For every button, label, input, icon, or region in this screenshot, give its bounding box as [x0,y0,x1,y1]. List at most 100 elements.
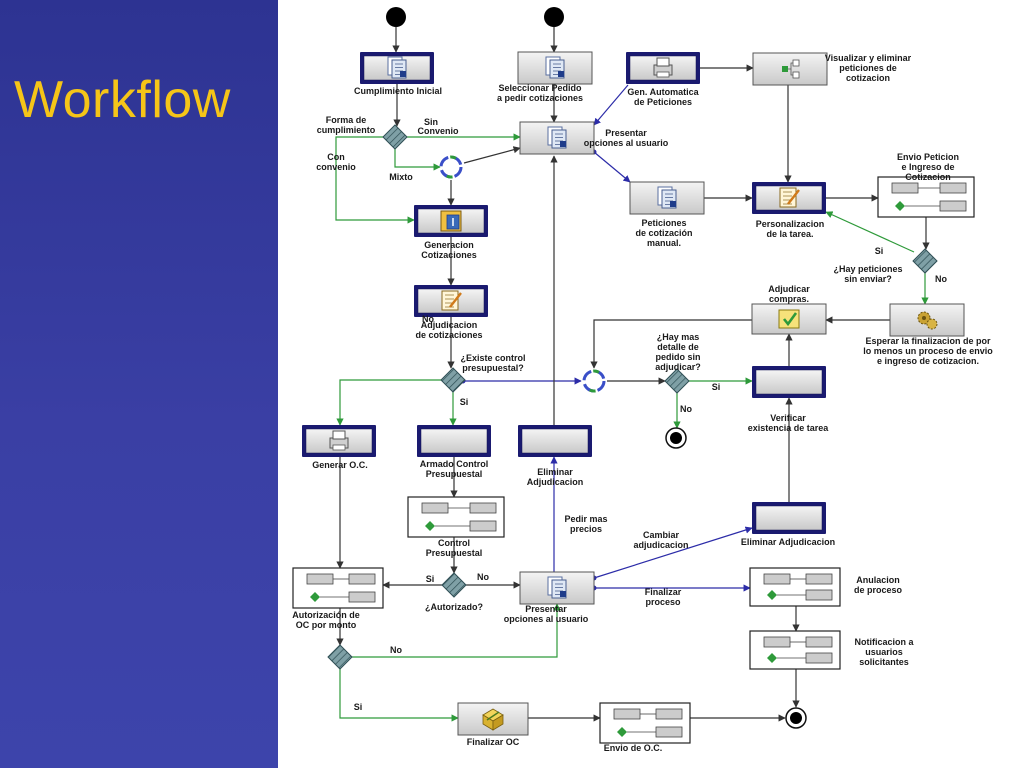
diagram-label: Cambiar [643,530,680,540]
diagram-label: e Ingreso de [901,162,954,172]
flow-arrow [593,151,631,183]
existe-control-gateway [440,367,466,393]
envio-oc-subprocess [599,702,691,744]
diagram-label: opciones al usuario [584,138,669,148]
flow-arrow [339,669,459,722]
envio-peticion-subprocess [877,176,975,218]
start-node [386,7,406,27]
diagram-label: e ingreso de cotizacion. [877,356,979,366]
gen-automatica-task [626,52,700,84]
diagram-label: Seleccionar Pedido [498,83,582,93]
cumplimiento-inicial-task [360,52,434,84]
doc-icon [547,576,567,599]
check-icon [778,309,800,329]
diagram-label: No [390,645,402,655]
diagram-label: precios [570,524,602,534]
verificar-task [752,366,826,398]
diagram-label: manual. [647,238,681,248]
hay-mas-detalle-gateway [664,368,690,394]
diagram-label: solicitantes [859,657,909,667]
diagram-label: adjudicar? [655,362,701,372]
flow-arrow [593,526,753,579]
box-icon [482,708,504,731]
diagram-label: Visualizar y eliminar [825,53,912,63]
flow-arrow [593,84,629,126]
diagram-label: Finalizar OC [467,737,520,747]
diagram-label: Envio de O.C. [604,743,663,753]
diagram-label: Cumplimiento Inicial [354,86,442,96]
diagram-label: de Peticiones [634,97,692,107]
diagram-label: Eliminar Adjudicacion [741,537,835,547]
flow-arrow [825,211,915,253]
diagram-label: opciones al usuario [504,614,589,624]
gears-icon [917,311,938,330]
adjudicacion-task [414,285,488,317]
diagram-label: Presupuestal [426,548,483,558]
diagram-label: Adjudicacion [527,477,584,487]
diagram-label: ¿Autorizado? [425,602,483,612]
diagram-label: Notificacion a [854,637,914,647]
diagram-label: Con [327,152,345,162]
diagram-label: Envio Peticion [897,152,959,162]
esperar-task [889,303,965,337]
armado-control-task [417,425,491,457]
presentar-opciones-task [519,121,595,155]
doc-icon [545,56,565,79]
diagram-label: de cotización [635,228,692,238]
diagram-label: Presentar [605,128,647,138]
slide-title: Workflow [14,71,231,129]
diagram-label: Personalizacion [756,219,825,229]
diagram-label: de cotizaciones [415,330,482,340]
diagram-label: ¿Existe control [460,353,525,363]
edit-icon [441,290,462,311]
oc-monto-gateway [327,644,353,670]
diagram-label: proceso [645,597,681,607]
visualizar-eliminar-task [752,52,828,86]
flow-arrow [335,136,415,224]
seleccionar-pedido-task [517,51,593,85]
flow-arrow [463,146,521,164]
doc-icon [387,56,407,79]
diagram-label: adjudicacion [633,540,688,550]
autorizado-gateway [441,572,467,598]
diagram-label: existencia de tarea [748,423,830,433]
printer-icon [329,430,349,451]
finalizar-oc-task [457,702,529,736]
diagram-label: No [422,314,434,324]
diagram-label: Adjudicacion [421,320,478,330]
diagram-label: sin enviar? [844,274,892,284]
eliminar-adjudicacion-right-task [752,502,826,534]
diagram-label: peticiones de [839,63,897,73]
diagram-label: Adjudicar [768,284,810,294]
personalizacion-task [752,182,826,214]
diagram-label: Anulacion [856,575,900,585]
diagram-label: No [935,274,947,284]
diagram-label: Autorización de [292,610,360,620]
diagram-label: cotizacion [846,73,890,83]
diagram-label: ¿Hay mas [657,332,700,342]
diagram-label: Cotizaciones [421,250,477,260]
generacion-cotizaciones-task [414,205,488,237]
diagram-label: Verificar [770,413,806,423]
calc-icon [440,210,462,232]
diagram-label: de la tarea. [766,229,813,239]
notificacion-subprocess [749,630,841,670]
diagram-label: Generar O.C. [312,460,368,470]
diagram-label: Mixto [389,172,413,182]
diagram-label: Armado Control [420,459,489,469]
flow-arrow [352,603,561,658]
diagram-label: Cotizacion [905,172,951,182]
diagram-label: No [477,572,489,582]
diagram-label: convenio [316,162,356,172]
diagram-label: detalle de [657,342,699,352]
diagram-label: Esperar la finalizacion de por [865,336,991,346]
diagram-label: Control [438,538,470,548]
diagram-label: Eliminar [537,467,573,477]
diagram-label: Peticiones [641,218,686,228]
control-presupuestal-subprocess [407,496,505,538]
diagram-label: cumplimiento [317,125,376,135]
end-node [785,707,807,729]
